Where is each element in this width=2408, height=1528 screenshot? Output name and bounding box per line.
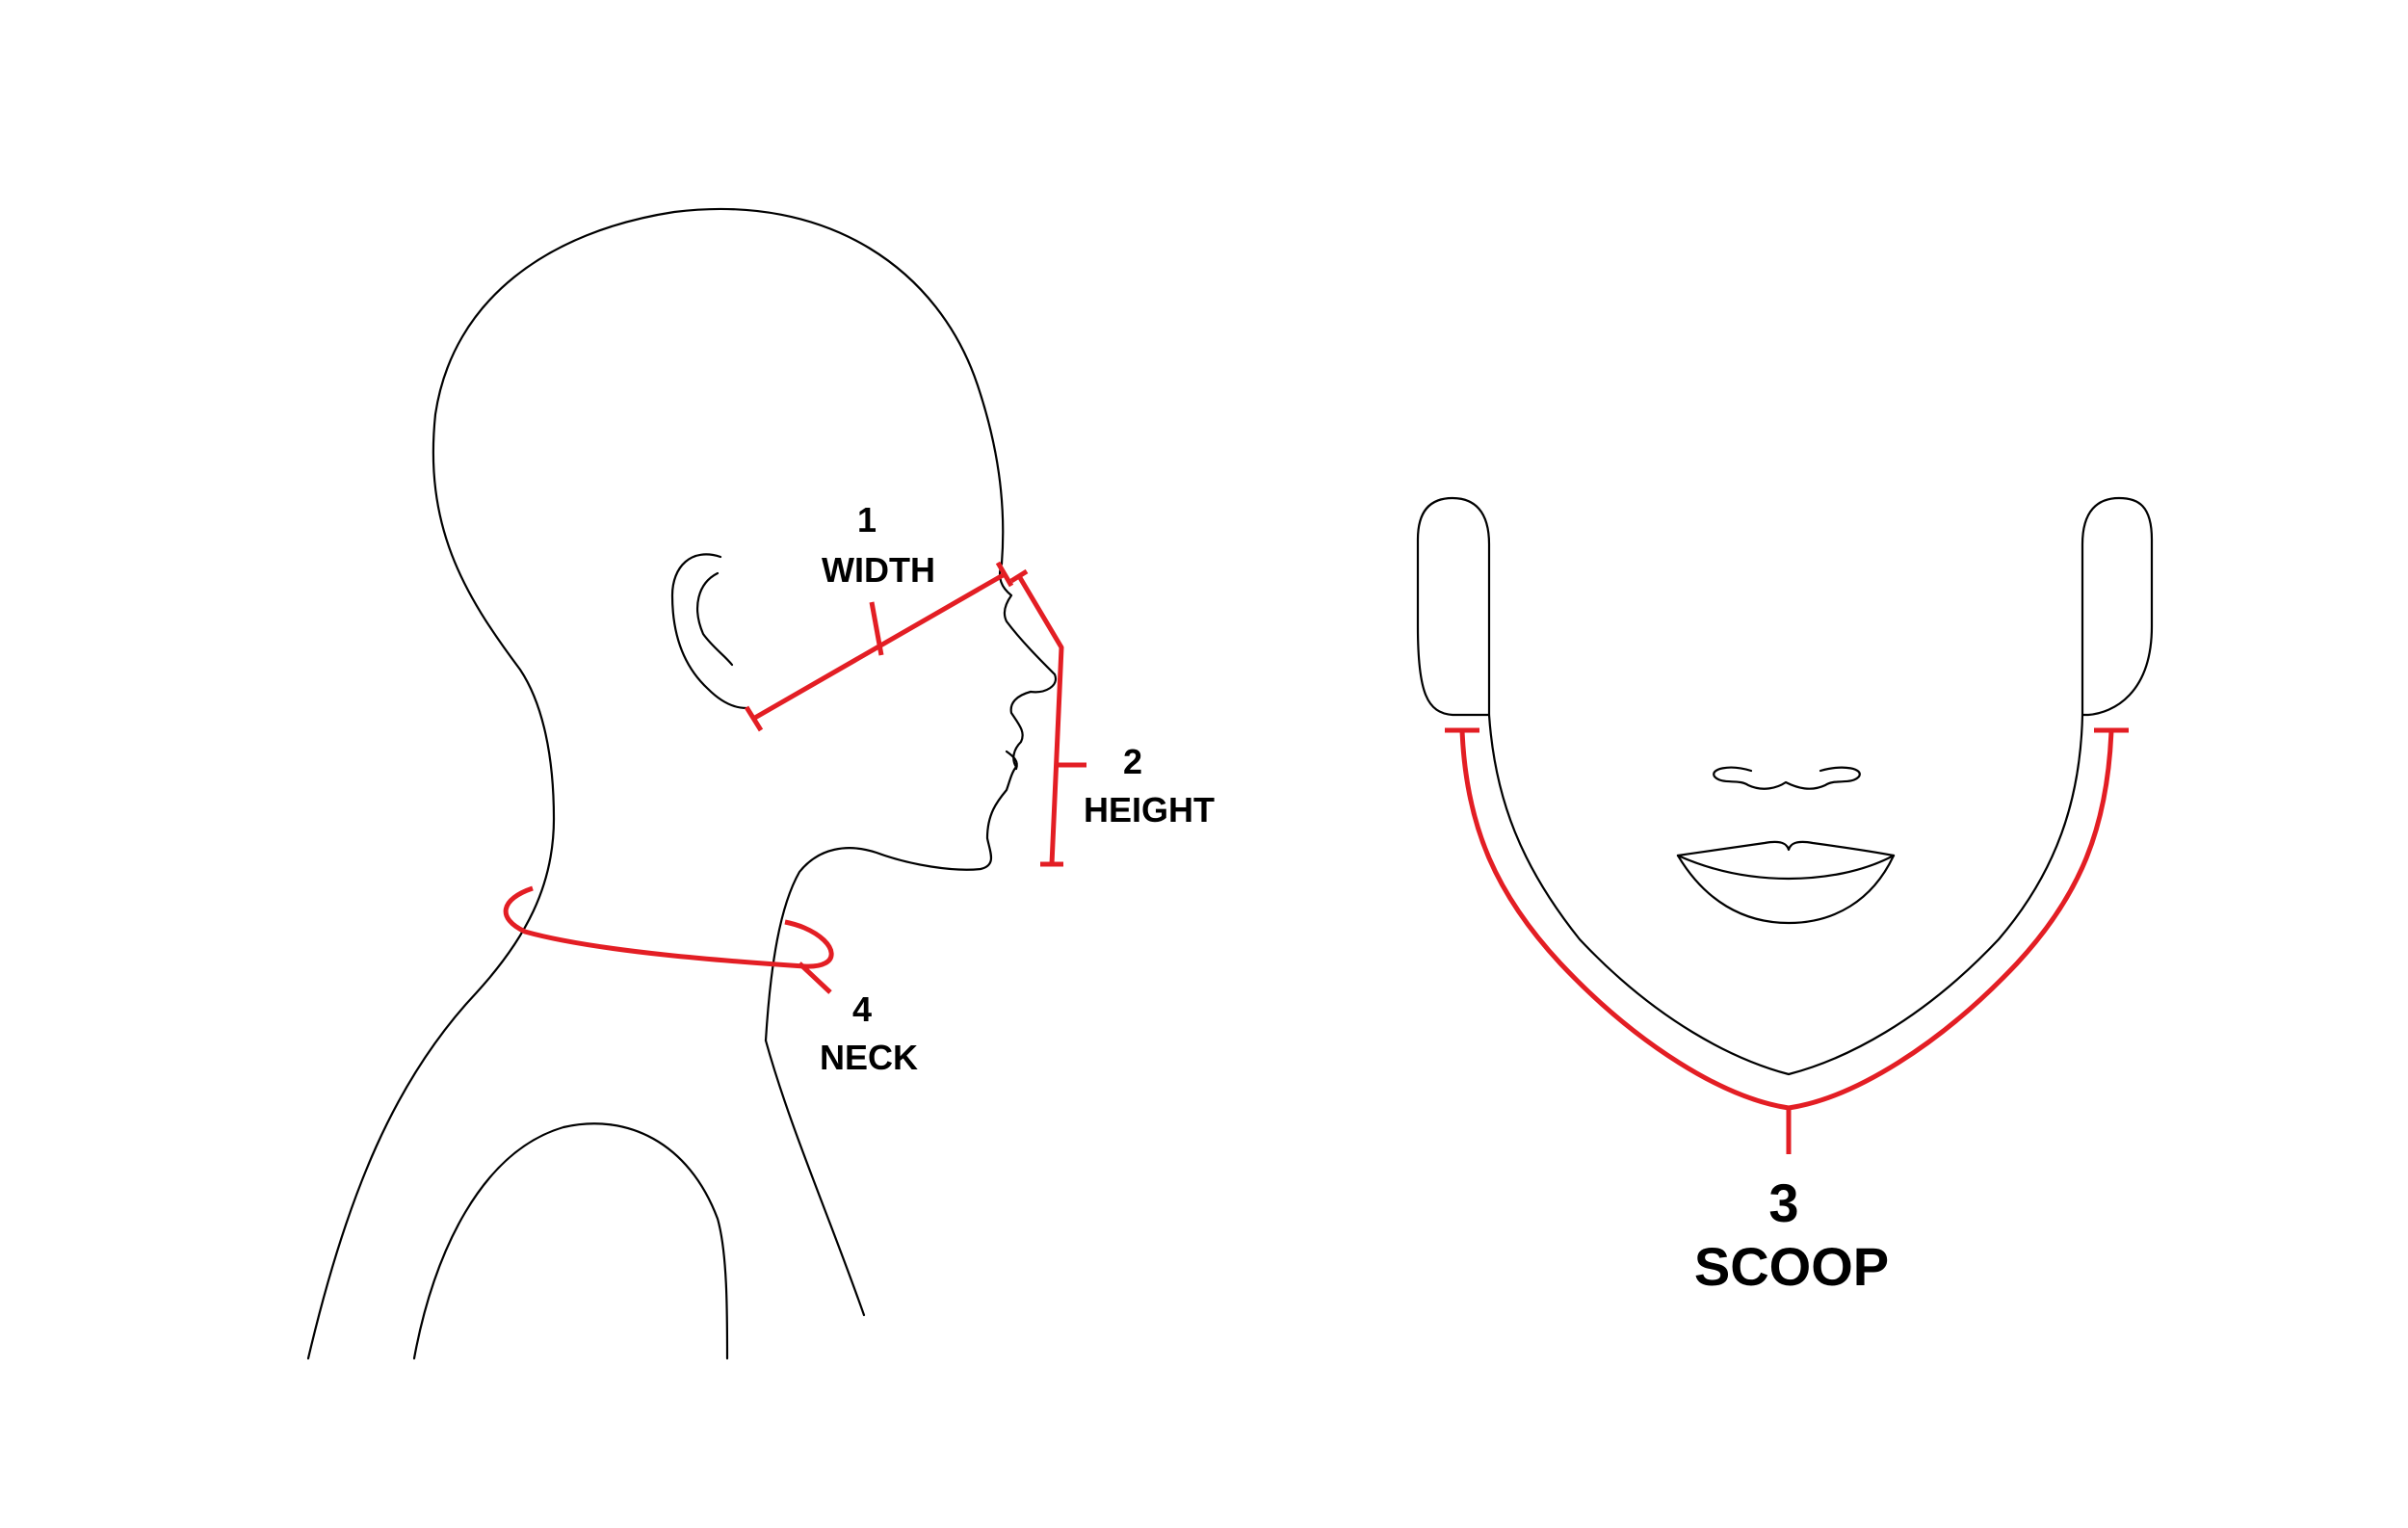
neck-number: 4 xyxy=(852,989,872,1029)
mouth-detail xyxy=(1005,750,1018,771)
scoop-label: 3 SCOOP xyxy=(1694,1172,1889,1297)
front-upper-lip xyxy=(1676,840,1896,857)
front-chin-figure xyxy=(1416,496,2154,1076)
front-nose xyxy=(1713,766,1861,790)
front-jaw-outline xyxy=(1487,713,2084,1076)
height-label: 2 HEIGHT xyxy=(1084,742,1215,830)
scoop-number: 3 xyxy=(1768,1172,1798,1233)
side-profile-figure xyxy=(306,207,1058,1360)
neck-name: NECK xyxy=(820,1038,918,1077)
scoop-measure-line xyxy=(1445,727,2129,1154)
profile-arm-outline xyxy=(412,1122,729,1360)
front-right-ear xyxy=(2081,496,2154,717)
height-number: 2 xyxy=(1123,742,1142,781)
ear-inner xyxy=(696,571,734,667)
width-name: WIDTH xyxy=(822,550,935,590)
neck-measure-line xyxy=(503,885,834,994)
profile-face-outline xyxy=(764,562,1058,1042)
front-lip-line xyxy=(1676,854,1896,881)
profile-back-outline xyxy=(306,207,1005,1360)
ear-outline xyxy=(670,553,748,710)
profile-chest-outline xyxy=(764,1039,866,1317)
width-number: 1 xyxy=(857,500,877,540)
height-name: HEIGHT xyxy=(1084,790,1215,830)
height-measure-line xyxy=(1009,568,1086,867)
front-left-ear xyxy=(1416,496,1491,717)
width-label: 1 WIDTH xyxy=(822,500,935,590)
front-lower-lip xyxy=(1676,854,1896,925)
measurement-lines xyxy=(503,561,2129,1154)
width-measure-line xyxy=(744,561,1014,732)
scoop-name: SCOOP xyxy=(1694,1236,1889,1297)
neck-label: 4 NECK xyxy=(820,989,918,1077)
